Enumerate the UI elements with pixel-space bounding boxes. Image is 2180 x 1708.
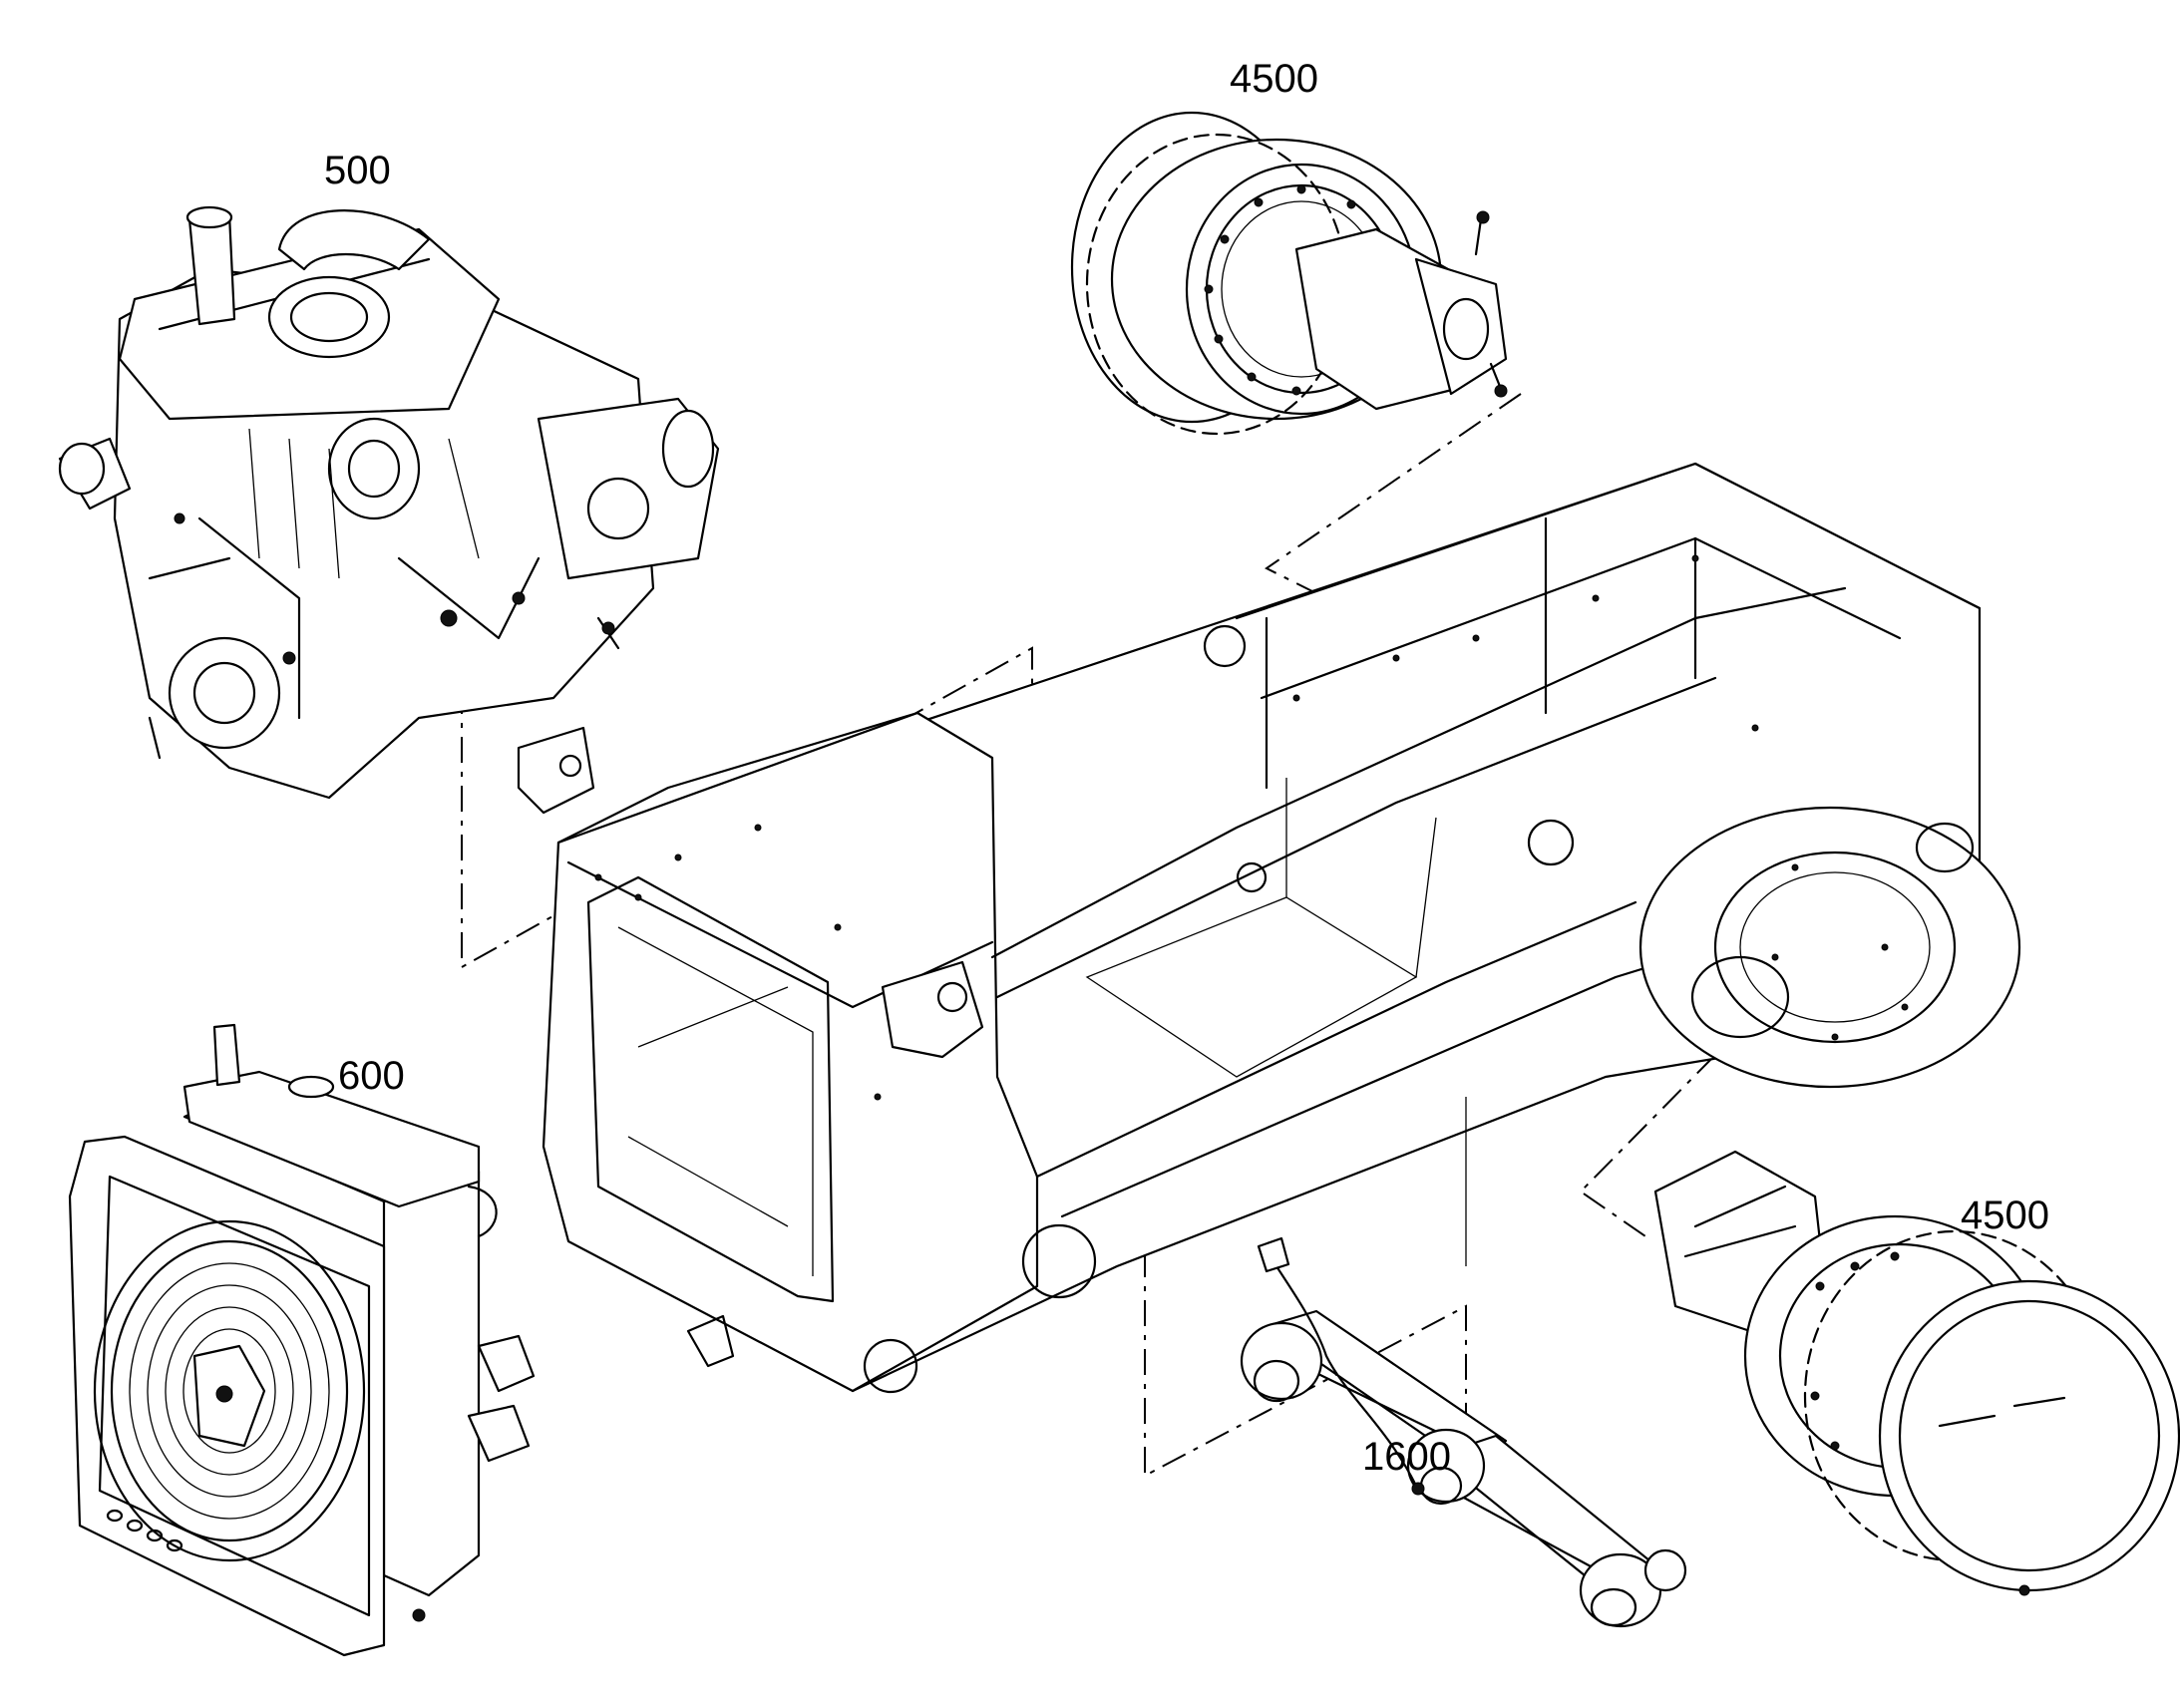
final-drive-top <box>1070 111 1508 436</box>
link-arm-assembly <box>1240 1236 1687 1628</box>
label-cooler: 600 <box>338 1054 405 1098</box>
label-final-drive-bottom: 4500 <box>1961 1194 2049 1237</box>
cooler-assembly <box>68 1023 536 1657</box>
main-frame <box>517 462 2021 1394</box>
label-link-arm: 1600 <box>1362 1435 1451 1479</box>
engine-assembly <box>58 205 720 800</box>
label-final-drive-top: 4500 <box>1230 57 1318 101</box>
label-engine: 500 <box>324 149 391 192</box>
final-drive-bottom <box>1653 1150 2180 1596</box>
part-labels: 500 600 4500 4500 1600 <box>324 57 2049 1479</box>
